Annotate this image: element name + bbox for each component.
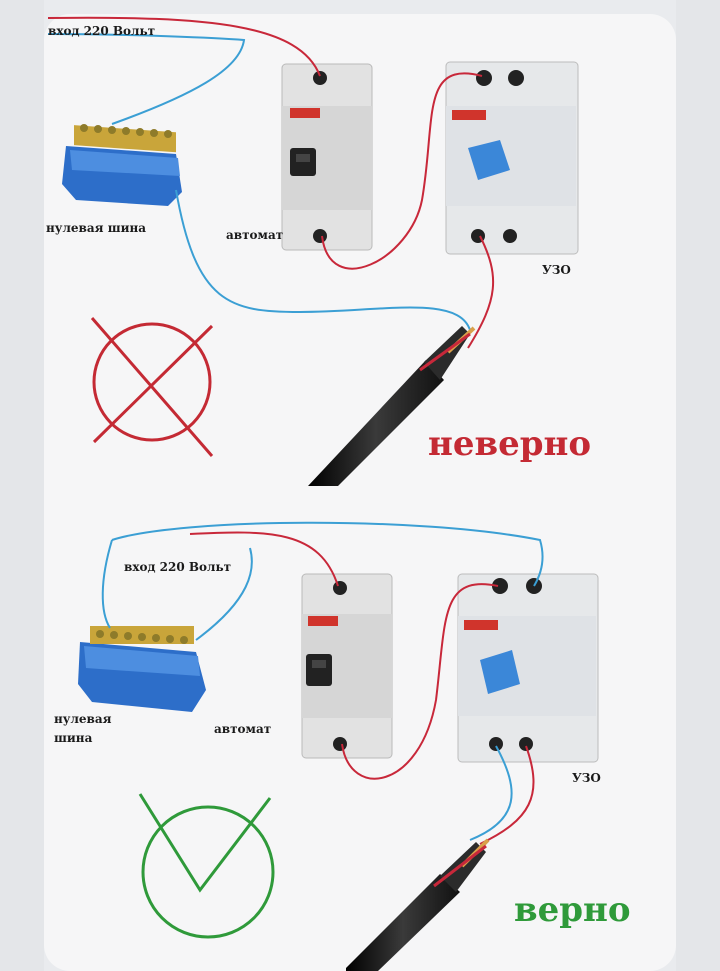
left-margin — [0, 0, 44, 971]
breaker-label-bottom: автомат — [214, 722, 272, 736]
phase-output-wire-top — [467, 235, 495, 349]
phase-breaker-to-rcd-wire-bottom — [341, 583, 499, 780]
output-cable-bottom — [346, 838, 490, 971]
verdict-correct: верно — [514, 890, 631, 930]
rcd-device-top — [445, 61, 579, 255]
neutral-bus-link-wire-bottom — [195, 547, 253, 641]
right-margin — [676, 0, 720, 971]
verdict-wrong: неверно — [428, 424, 592, 464]
neutral-bus-label-bottom-line2: шина — [54, 731, 93, 745]
neutral-bus-to-load-wire-top — [175, 189, 471, 331]
neutral-input-wire-bottom — [111, 521, 544, 587]
circuit-breaker-bottom — [301, 573, 393, 759]
phase-breaker-to-rcd-wire-top — [321, 72, 483, 270]
correct-mark-icon — [138, 793, 275, 939]
bottom-panel — [78, 521, 599, 971]
input-label-top: вход 220 Вольт — [48, 24, 156, 38]
rcd-device-bottom — [457, 573, 599, 763]
neutral-input-wire-top — [47, 33, 246, 125]
phase-output-wire-bottom — [479, 745, 535, 845]
phase-input-wire-bottom — [189, 531, 339, 587]
neutral-bus-bar-top — [62, 124, 182, 206]
output-cable-top — [308, 326, 476, 486]
circuit-breaker-top — [281, 63, 373, 251]
neutral-bus-label-bottom-line1: нулевая — [54, 712, 112, 726]
neutral-bus-label-top: нулевая шина — [46, 221, 147, 235]
rcd-label-top: УЗО — [542, 263, 571, 277]
wrong-mark-icon — [90, 317, 214, 457]
phase-input-wire-top — [47, 16, 321, 77]
neutral-input-to-bus-wire-bottom — [101, 539, 113, 629]
breaker-label-top: автомат — [226, 228, 284, 242]
neutral-output-wire-bottom — [469, 745, 513, 841]
neutral-bus-bar-bottom — [78, 626, 206, 712]
rcd-label-bottom: УЗО — [572, 771, 601, 785]
input-label-bottom: вход 220 Вольт — [124, 560, 232, 574]
top-panel — [47, 16, 579, 486]
